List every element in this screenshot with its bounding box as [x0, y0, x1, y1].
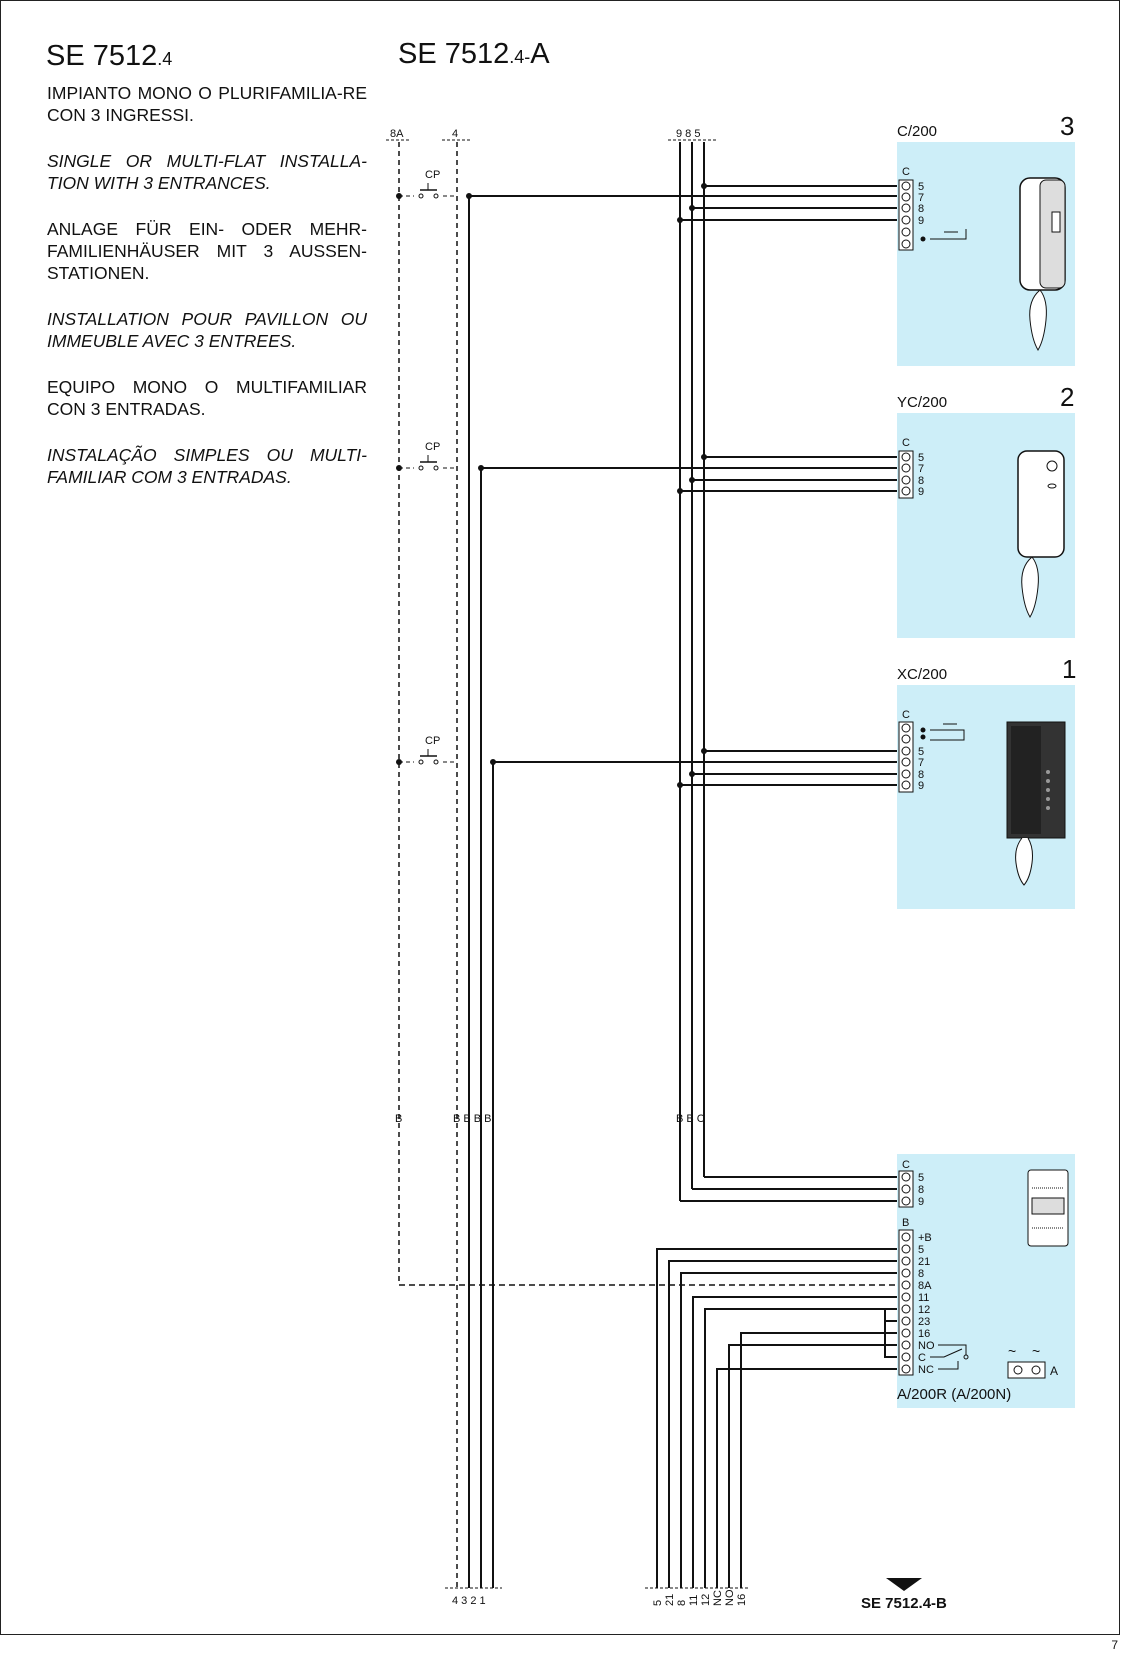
station-1-term-8: 8: [918, 769, 924, 781]
bus-label-985: 9 8 5: [676, 128, 700, 140]
bus-label-8a: 8A: [390, 128, 404, 140]
desc-en: SINGLE OR MULTI-FLAT INSTALLA-TION WITH …: [47, 151, 367, 193]
bottom-label-21: 21: [664, 1594, 676, 1606]
mid-label-group: B B B B: [453, 1113, 492, 1125]
station-3-term-7: 7: [918, 192, 924, 204]
wall-intercom-icon: [1006, 721, 1066, 886]
pushbutton-3-label: CP: [425, 169, 440, 181]
station-3-model: C/200: [897, 123, 937, 140]
pu-b-term-8a: 8A: [918, 1280, 932, 1292]
bottom-label-12: 12: [700, 1594, 712, 1606]
power-unit-wiring: [399, 1176, 897, 1588]
station-1-term-5: 5: [918, 746, 924, 758]
bottom-label-16: 16: [736, 1594, 748, 1606]
pu-b-term-no: NO: [918, 1340, 935, 1352]
desc-de: ANLAGE FÜR EIN- ODER MEHR-FAMILIENHÄUSER…: [47, 219, 367, 283]
right-title-main: SE 7512: [398, 38, 510, 70]
bottom-label-nc: NC: [712, 1590, 724, 1606]
handset-intercom-icon: [1017, 450, 1065, 618]
description-block: IMPIANTO MONO O PLURIFAMILIA-RE CON 3 IN…: [47, 82, 367, 512]
station-2-term-9: 9: [918, 486, 924, 498]
station-1-number: 1: [1062, 654, 1076, 684]
ac-symbol-1: ~: [1008, 1343, 1016, 1359]
continuation-marker: SE 7512.4-B: [861, 1578, 947, 1612]
bottom-label-8: 8: [676, 1600, 688, 1606]
station-1-wiring: [396, 748, 897, 788]
desc-pt: INSTALAÇÃO SIMPLES OU MULTI-FAMILIAR COM…: [47, 445, 367, 487]
pu-b-term-12: 12: [918, 1304, 930, 1316]
station-3-block-label: C: [902, 166, 910, 178]
pu-block-b-label: B: [902, 1217, 909, 1229]
station-3-number: 3: [1060, 111, 1074, 141]
right-title-sub: .4-: [509, 47, 531, 67]
pu-b-term-plusb: +B: [918, 1232, 932, 1244]
pu-b-term-nc: NC: [918, 1364, 934, 1376]
pu-b-term-16: 16: [918, 1328, 930, 1340]
power-unit: C 5 8 9 B +B 5 21 8 8A 11 12 23 16 NO C …: [897, 1159, 1069, 1403]
station-1-term-7: 7: [918, 757, 924, 769]
left-title-main: SE 7512: [46, 40, 158, 72]
pu-c-term-5: 5: [918, 1172, 924, 1184]
pushbutton-1: CP: [418, 735, 440, 765]
power-supply-icon: [1027, 1169, 1069, 1247]
down-arrow-icon: [886, 1578, 922, 1591]
desc-it: IMPIANTO MONO O PLURIFAMILIA-RE CON 3 IN…: [47, 83, 367, 125]
desc-fr: INSTALLATION POUR PAVILLON OU IMMEUBLE A…: [47, 309, 367, 351]
station-1-model: XC/200: [897, 666, 947, 683]
station-1-block-label: C: [902, 709, 910, 721]
pushbutton-3: CP: [418, 169, 440, 199]
station-1-term-9: 9: [918, 780, 924, 792]
pu-b-term-8: 8: [918, 1268, 924, 1280]
station-2-term-5: 5: [918, 452, 924, 464]
bottom-labels-left: 4 3 2 1: [452, 1595, 486, 1607]
pushbutton-1-label: CP: [425, 735, 440, 747]
station-3-term-9: 9: [918, 215, 924, 227]
station-3-term-5: 5: [918, 181, 924, 193]
pu-c-term-8: 8: [918, 1184, 924, 1196]
station-1: XC/200 1 C 5 7 8 9: [897, 654, 1076, 886]
station-3-wiring: [396, 183, 897, 223]
pu-b-term-5: 5: [918, 1244, 924, 1256]
station-2-model: YC/200: [897, 394, 947, 411]
bottom-label-11: 11: [688, 1595, 700, 1606]
right-title: SE 7512.4-A: [398, 38, 550, 71]
page-number: 7: [1111, 1638, 1118, 1652]
bottom-label-no: NO: [724, 1589, 736, 1606]
pu-model: A/200R (A/200N): [897, 1386, 1011, 1403]
station-3: C/200 3 C 5 7 8 9: [897, 111, 1074, 351]
continuation-label: SE 7512.4-B: [861, 1595, 947, 1612]
right-title-suffix: A: [530, 38, 550, 70]
bottom-labels-right: 5 21 8 11 12 NC NO 16: [652, 1589, 748, 1606]
mid-label-left: B: [395, 1113, 402, 1125]
pu-b-term-c: C: [918, 1352, 926, 1364]
ac-symbol-2: ~: [1032, 1343, 1040, 1359]
left-title-sub: .4: [157, 49, 173, 69]
station-2-term-7: 7: [918, 463, 924, 475]
station-3-term-8: 8: [918, 203, 924, 215]
bus-label-4: 4: [452, 128, 458, 140]
pushbutton-2: CP: [418, 441, 440, 471]
pu-b-term-11: 11: [918, 1292, 929, 1304]
pu-b-term-21: 21: [918, 1256, 930, 1268]
pushbutton-2-label: CP: [425, 441, 440, 453]
desc-es: EQUIPO MONO O MULTIFAMILIAR CON 3 ENTRAD…: [47, 377, 367, 419]
station-2-term-8: 8: [918, 475, 924, 487]
pu-c-term-9: 9: [918, 1196, 924, 1208]
station-2: YC/200 2 C 5 7 8 9: [897, 382, 1074, 618]
station-2-wiring: [396, 454, 897, 494]
left-title: SE 7512.4: [46, 40, 172, 73]
station-2-block-label: C: [902, 437, 910, 449]
handset-intercom-icon: [1019, 177, 1066, 351]
station-2-number: 2: [1060, 382, 1074, 412]
pu-b-term-23: 23: [918, 1316, 930, 1328]
pu-block-c-label: C: [902, 1159, 910, 1171]
bottom-label-5: 5: [652, 1600, 664, 1606]
pu-block-a-label: A: [1050, 1364, 1058, 1378]
mid-label-right: B B C: [676, 1113, 705, 1125]
